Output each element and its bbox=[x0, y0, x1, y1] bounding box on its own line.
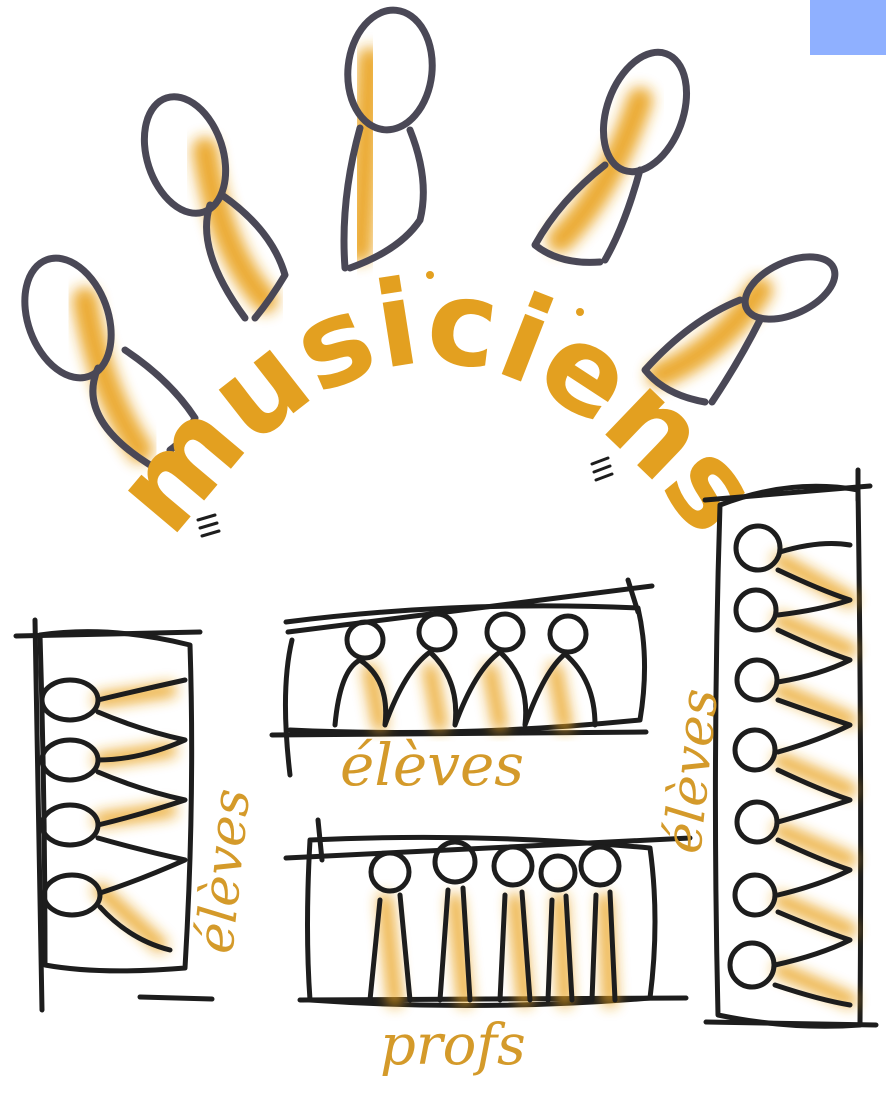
top-students-label: élèves bbox=[340, 731, 524, 799]
top-student-figures bbox=[335, 614, 595, 725]
top-students-box: élèves bbox=[272, 580, 652, 799]
musician-3 bbox=[342, 6, 438, 268]
musician-2 bbox=[130, 86, 285, 318]
teachers-box: profs bbox=[286, 820, 690, 1078]
left-students-label: élèves bbox=[185, 786, 262, 956]
page-title: musiciens bbox=[87, 251, 788, 559]
teacher-figures bbox=[370, 842, 619, 1000]
left-student-figures bbox=[42, 680, 185, 950]
right-students-label: élèves bbox=[653, 686, 730, 856]
teachers-label: profs bbox=[380, 1013, 526, 1078]
musician-4 bbox=[535, 41, 702, 263]
left-students-box: élèves bbox=[16, 620, 262, 1010]
right-student-figures bbox=[730, 526, 850, 1005]
